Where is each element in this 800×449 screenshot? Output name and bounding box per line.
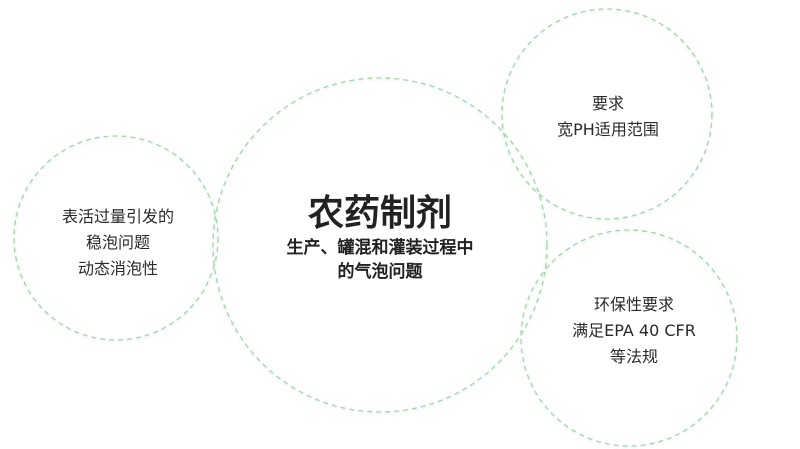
bottom-right-label: 环保性要求 满足EPA 40 CFR 等法规	[572, 292, 696, 370]
center-subtitle-line: 的气泡问题	[337, 262, 423, 282]
left-line: 表活过量引发的	[61, 207, 175, 226]
left-circle	[13, 135, 219, 341]
left-line: 稳泡问题	[85, 233, 151, 252]
top-right-circle	[501, 8, 713, 220]
left-line: 动态消泡性	[77, 259, 159, 278]
center-title: 农药制剂	[307, 193, 452, 234]
bottom-right-line: 等法规	[609, 347, 658, 366]
top-right-label: 要求 宽PH适用范围	[557, 91, 659, 143]
bottom-right-line: 环保性要求	[593, 295, 674, 314]
bottom-right-circle	[520, 229, 738, 447]
left-label: 表活过量引发的 稳泡问题 动态消泡性	[62, 204, 174, 282]
bottom-right-line: 满足EPA 40 CFR	[572, 321, 696, 340]
top-right-line: 要求	[591, 94, 624, 113]
center-subtitle-line: 生产、罐混和灌装过程中	[286, 238, 474, 258]
top-right-line: 宽PH适用范围	[557, 120, 659, 139]
center-label: 农药制剂 生产、罐混和灌装过程中 的气泡问题	[287, 192, 474, 284]
center-circle	[212, 77, 548, 413]
